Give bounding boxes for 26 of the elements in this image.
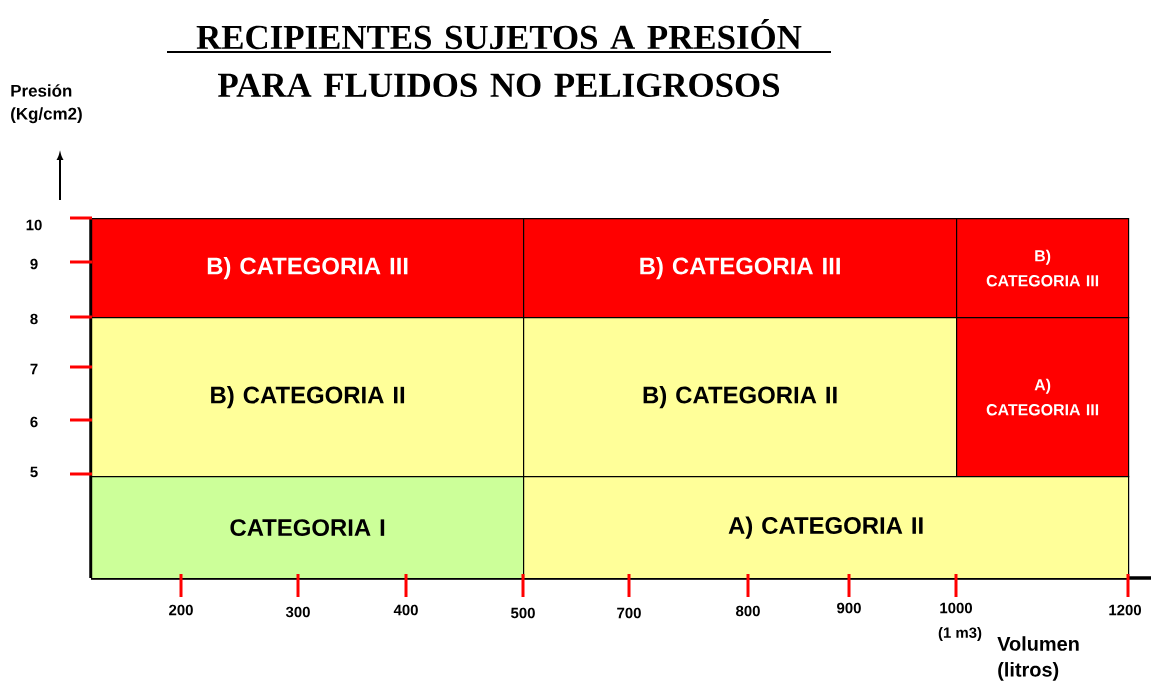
tick-label: (1 m3) [938, 627, 982, 641]
tick-label: 1200 [1109, 604, 1141, 616]
tick-label: 300 [285, 606, 310, 618]
tick-label: 200 [169, 604, 193, 616]
tick-label: 1000 [940, 602, 972, 614]
category-cell: CATEGORIA I [91, 476, 525, 580]
tick-label: 500 [511, 607, 535, 619]
tick-label: 6 [30, 416, 38, 428]
tick-label: 700 [617, 607, 641, 619]
tick-label: 8 [30, 313, 38, 325]
tick-label: 5 [30, 466, 38, 478]
tick-label: 800 [736, 605, 760, 617]
title: RECIPIENTES SUJETOS A PRESIÓN PARA FLUIDOS NO PELIGROSOS [166, 18, 832, 98]
tick-label: 10 [26, 219, 42, 231]
category-cell: B) CATEGORIA II [91, 317, 525, 478]
category-cell: B) CATEGORIA III [956, 218, 1130, 319]
category-cell: A) CATEGORIA II [523, 476, 1130, 580]
tick-label: 400 [393, 604, 418, 616]
category-cell: B) CATEGORIA II [523, 317, 958, 478]
axis-label: Volumen (litros) [997, 636, 1079, 681]
category-cell: A) CATEGORIA III [956, 317, 1130, 478]
axis-label: Presión (Kg/cm2) [11, 84, 82, 124]
tick-label: 900 [837, 602, 861, 614]
tick-label: 9 [30, 258, 38, 270]
tick-label: 7 [30, 363, 38, 375]
category-cell: B) CATEGORIA III [91, 218, 525, 319]
